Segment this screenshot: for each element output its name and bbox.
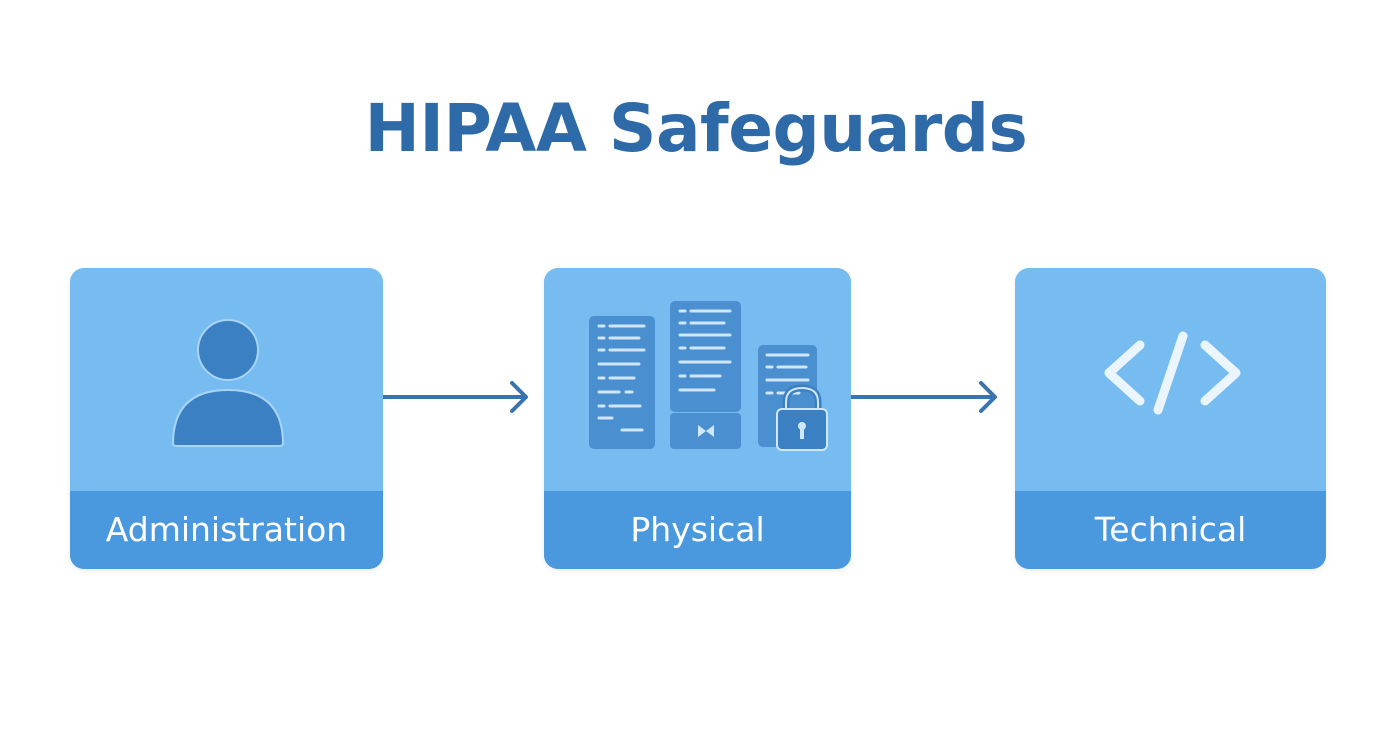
physical-label: Physical: [630, 510, 765, 549]
arrow-right-icon: [383, 381, 528, 413]
person-icon: [171, 319, 285, 447]
administration-card-footer: Administration: [70, 491, 383, 569]
code-icon: [1104, 331, 1241, 415]
arrow-right-icon: [851, 381, 997, 413]
diagram-title: HIPAA Safeguards: [364, 90, 1028, 167]
technical-card: Technical: [1015, 268, 1326, 569]
server-lock-icon: [589, 301, 828, 451]
technical-card-footer: Technical: [1015, 491, 1326, 569]
administration-card: Administration: [70, 268, 383, 569]
technical-label: Technical: [1094, 510, 1247, 549]
physical-card-footer: Physical: [544, 491, 851, 569]
administration-label: Administration: [105, 510, 348, 549]
physical-card: Physical: [544, 268, 851, 569]
